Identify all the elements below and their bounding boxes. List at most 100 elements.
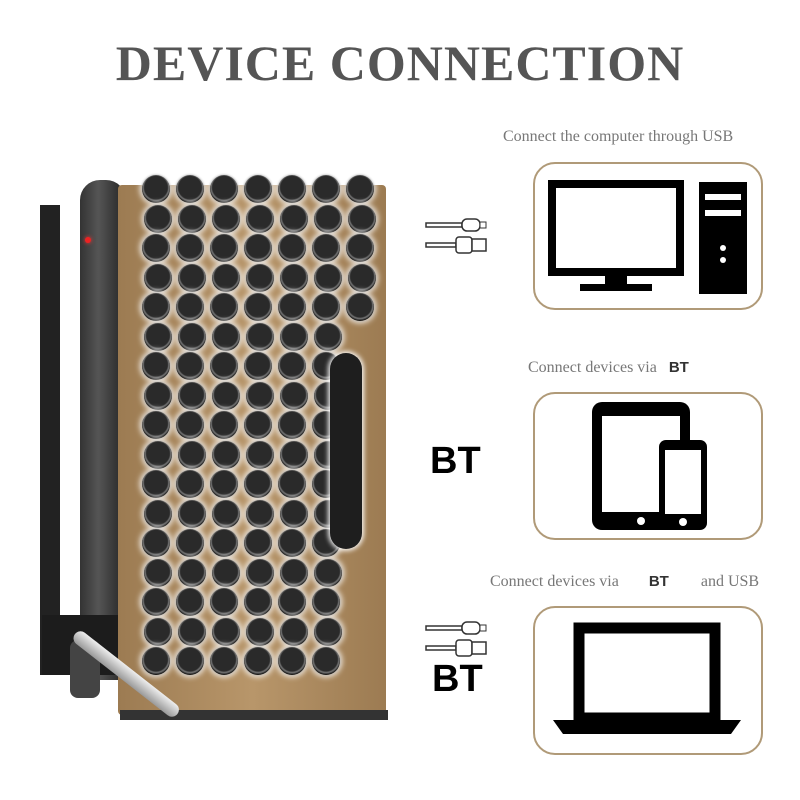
keycap — [178, 263, 206, 292]
keycap — [212, 263, 240, 292]
tablet-stand — [40, 205, 60, 675]
keycap — [314, 558, 342, 587]
keycap — [244, 411, 272, 439]
keycap — [144, 381, 172, 410]
monitor-icon — [548, 180, 747, 294]
keycap — [178, 322, 206, 351]
keycap — [278, 529, 306, 557]
keycap — [142, 352, 170, 380]
keycap — [210, 352, 238, 380]
keycap — [178, 558, 206, 587]
keycap — [278, 293, 306, 321]
keycap — [348, 204, 376, 233]
keycap — [210, 529, 238, 557]
spacebar — [330, 353, 362, 549]
keycap — [212, 617, 240, 646]
keycap — [144, 617, 172, 646]
usb-cables-icon — [425, 218, 487, 254]
keycap — [280, 440, 308, 469]
keycap — [210, 588, 238, 616]
keycap — [246, 499, 274, 528]
keyboard-image — [30, 175, 390, 720]
usb-cables-icon — [425, 621, 487, 657]
mobile-box — [533, 392, 763, 540]
laptop-box — [533, 606, 763, 755]
keycap — [178, 440, 206, 469]
keycap — [178, 204, 206, 233]
keycap — [142, 411, 170, 439]
keycap — [244, 234, 272, 262]
keycap — [244, 588, 272, 616]
keycap — [210, 647, 238, 675]
keycap — [280, 263, 308, 292]
keycap — [280, 617, 308, 646]
keycap — [142, 293, 170, 321]
keycap — [278, 352, 306, 380]
keycap — [244, 293, 272, 321]
keycap — [176, 588, 204, 616]
keycap — [246, 322, 274, 351]
keycap — [312, 588, 340, 616]
keycap — [246, 263, 274, 292]
desktop-tower-icon — [699, 182, 747, 294]
keycap — [144, 558, 172, 587]
tablet-icon — [592, 402, 707, 530]
keycap — [280, 204, 308, 233]
keycap — [348, 263, 376, 292]
keycap — [314, 204, 342, 233]
keycap — [210, 470, 238, 498]
keycap — [280, 381, 308, 410]
keycap — [144, 263, 172, 292]
keycap — [178, 617, 206, 646]
keycap — [176, 470, 204, 498]
keycap — [142, 175, 170, 203]
keycap — [178, 499, 206, 528]
smartphone-icon — [659, 440, 707, 530]
keycap — [280, 322, 308, 351]
keycap — [212, 381, 240, 410]
keycap — [278, 234, 306, 262]
keycap — [280, 499, 308, 528]
keycap — [346, 293, 374, 321]
keycap — [142, 588, 170, 616]
keycap — [212, 204, 240, 233]
keycap — [176, 293, 204, 321]
keycap — [212, 322, 240, 351]
keycap — [244, 470, 272, 498]
keycap — [314, 322, 342, 351]
keycap — [346, 234, 374, 262]
keycap — [210, 175, 238, 203]
keycap — [142, 234, 170, 262]
bt-label: BT — [430, 440, 481, 482]
keycap — [212, 499, 240, 528]
computer-box — [533, 162, 763, 310]
keycap — [312, 293, 340, 321]
keycap — [314, 263, 342, 292]
keycap — [212, 558, 240, 587]
keycap — [176, 411, 204, 439]
bt-label: BT — [432, 658, 483, 700]
keycap — [278, 175, 306, 203]
keycap — [278, 411, 306, 439]
keycap — [246, 558, 274, 587]
keycap — [144, 499, 172, 528]
keycap — [312, 175, 340, 203]
keycap — [210, 234, 238, 262]
keycap — [346, 175, 374, 203]
keycap — [142, 470, 170, 498]
keycap — [312, 647, 340, 675]
keycap — [144, 322, 172, 351]
keycap — [244, 647, 272, 675]
page-title: DEVICE CONNECTION — [115, 35, 685, 91]
keycap — [280, 558, 308, 587]
caption-usb: Connect the computer through USB — [503, 128, 734, 145]
keycap — [212, 440, 240, 469]
keycap — [144, 204, 172, 233]
keycap — [244, 352, 272, 380]
keycap — [246, 381, 274, 410]
keycap — [278, 470, 306, 498]
laptop-icon — [553, 622, 741, 734]
keycap — [246, 204, 274, 233]
keycap — [244, 175, 272, 203]
